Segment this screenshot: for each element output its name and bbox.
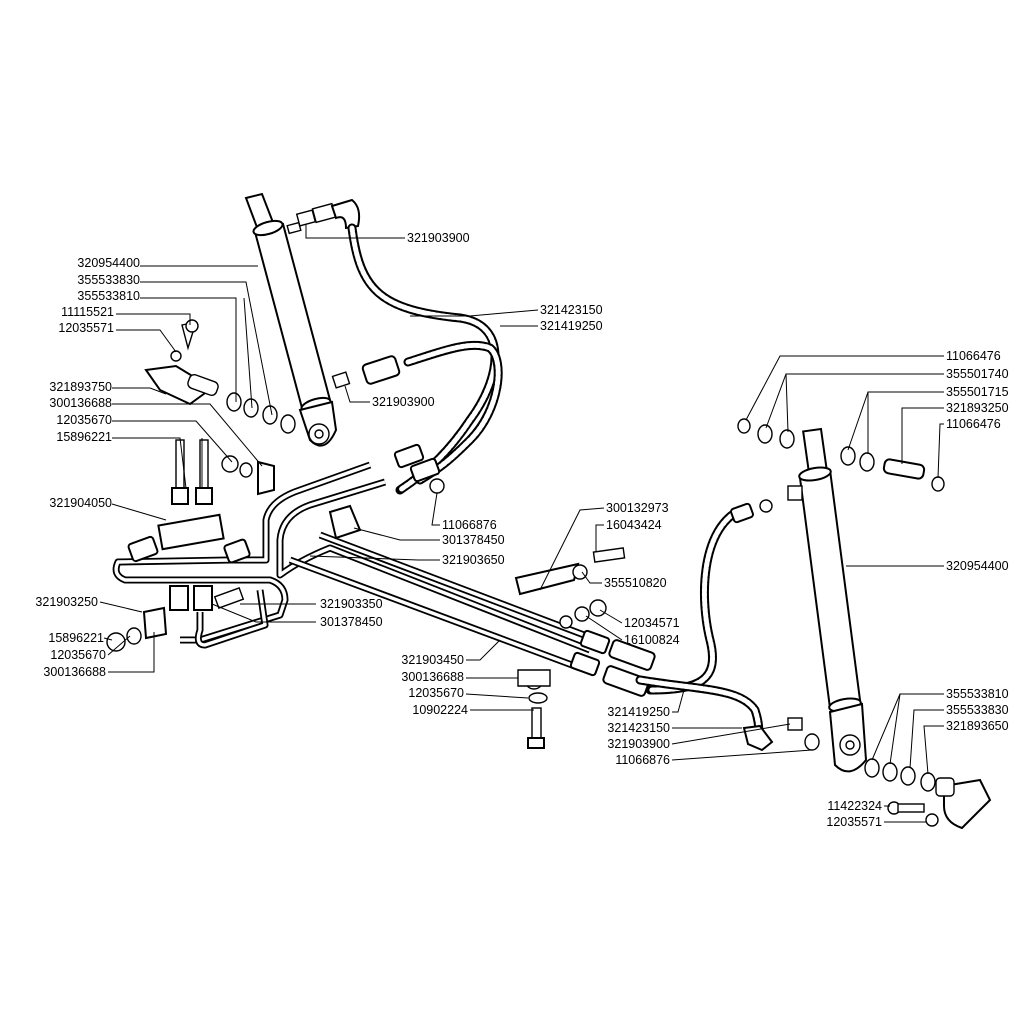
- label-r-321423150: 321423150: [607, 721, 670, 735]
- label-rt-11066476-b: 11066476: [946, 417, 1001, 431]
- right-bracket: [514, 547, 656, 697]
- label-r-16043424: 16043424: [606, 518, 662, 532]
- label-left-355533810: 355533810: [77, 289, 140, 303]
- label-mid-321903350: 321903350: [320, 597, 383, 611]
- label-r-355510820: 355510820: [604, 576, 667, 590]
- label-mid-11066876: 11066876: [442, 518, 497, 532]
- left-hydraulic-cylinder: [244, 192, 338, 447]
- label-left-321893750: 321893750: [49, 380, 112, 394]
- label-rb-321893650: 321893650: [946, 719, 1009, 733]
- label-r-11066876: 11066876: [615, 753, 670, 767]
- label-clamp-10902224: 10902224: [412, 703, 468, 717]
- label-r-321419250: 321419250: [607, 705, 670, 719]
- label-left-321903250: 321903250: [35, 595, 98, 609]
- left-bracket: [144, 319, 445, 496]
- label-r-12034571: 12034571: [624, 616, 680, 630]
- label-mid-321903450: 321903450: [401, 653, 464, 667]
- left-small-clamp: [106, 606, 168, 652]
- label-top-321419250: 321419250: [540, 319, 603, 333]
- label-left-320954400: 320954400: [77, 256, 140, 270]
- mid-clamp: [328, 504, 551, 749]
- label-mid-301378450-b: 301378450: [320, 615, 383, 629]
- right-hoses: [635, 499, 820, 752]
- top-fittings: [286, 198, 361, 235]
- label-left-321904050: 321904050: [49, 496, 112, 510]
- label-clamp-300136688: 300136688: [401, 670, 464, 684]
- label-low-15896221: 15896221: [48, 631, 104, 645]
- label-rb-355533830: 355533830: [946, 703, 1009, 717]
- leader-lines: [99, 225, 944, 823]
- label-left-12035571: 12035571: [58, 321, 114, 335]
- left-washers: [226, 392, 296, 434]
- label-r-16100824: 16100824: [624, 633, 680, 647]
- left-hydraulic-pipes: [112, 461, 594, 672]
- label-r-321903900: 321903900: [607, 737, 670, 751]
- label-low-300136688: 300136688: [43, 665, 106, 679]
- label-left-15896221: 15896221: [56, 430, 112, 444]
- label-mid-321903900: 321903900: [372, 395, 435, 409]
- valve-block: [127, 439, 251, 611]
- right-hydraulic-cylinder: [787, 427, 868, 773]
- label-rt-320954400: 320954400: [946, 559, 1009, 573]
- label-rb-11422324: 11422324: [827, 799, 882, 813]
- label-rb-12035571: 12035571: [826, 815, 882, 829]
- label-top-321903900: 321903900: [407, 231, 470, 245]
- label-rt-321893250: 321893250: [946, 401, 1009, 415]
- right-top-washers: [737, 418, 945, 492]
- label-mid-301378450: 301378450: [442, 533, 505, 547]
- label-left-355533830: 355533830: [77, 273, 140, 287]
- label-r-300132973: 300132973: [606, 501, 669, 515]
- label-left-300136688: 300136688: [49, 396, 112, 410]
- label-left-11115521: 11115521: [61, 305, 114, 319]
- label-top-321423150: 321423150: [540, 303, 603, 317]
- label-left-12035670: 12035670: [56, 413, 112, 427]
- label-mid-321903650: 321903650: [442, 553, 505, 567]
- label-rt-355501715: 355501715: [946, 385, 1009, 399]
- left-hoses: [331, 223, 503, 495]
- label-rb-355533810: 355533810: [946, 687, 1009, 701]
- label-low-12035670: 12035670: [50, 648, 106, 662]
- label-clamp-12035670: 12035670: [408, 686, 464, 700]
- label-rt-355501740: 355501740: [946, 367, 1009, 381]
- part-number-labels: 321903900 320954400 355533830 355533810 …: [35, 231, 1008, 829]
- label-rt-11066476: 11066476: [946, 349, 1001, 363]
